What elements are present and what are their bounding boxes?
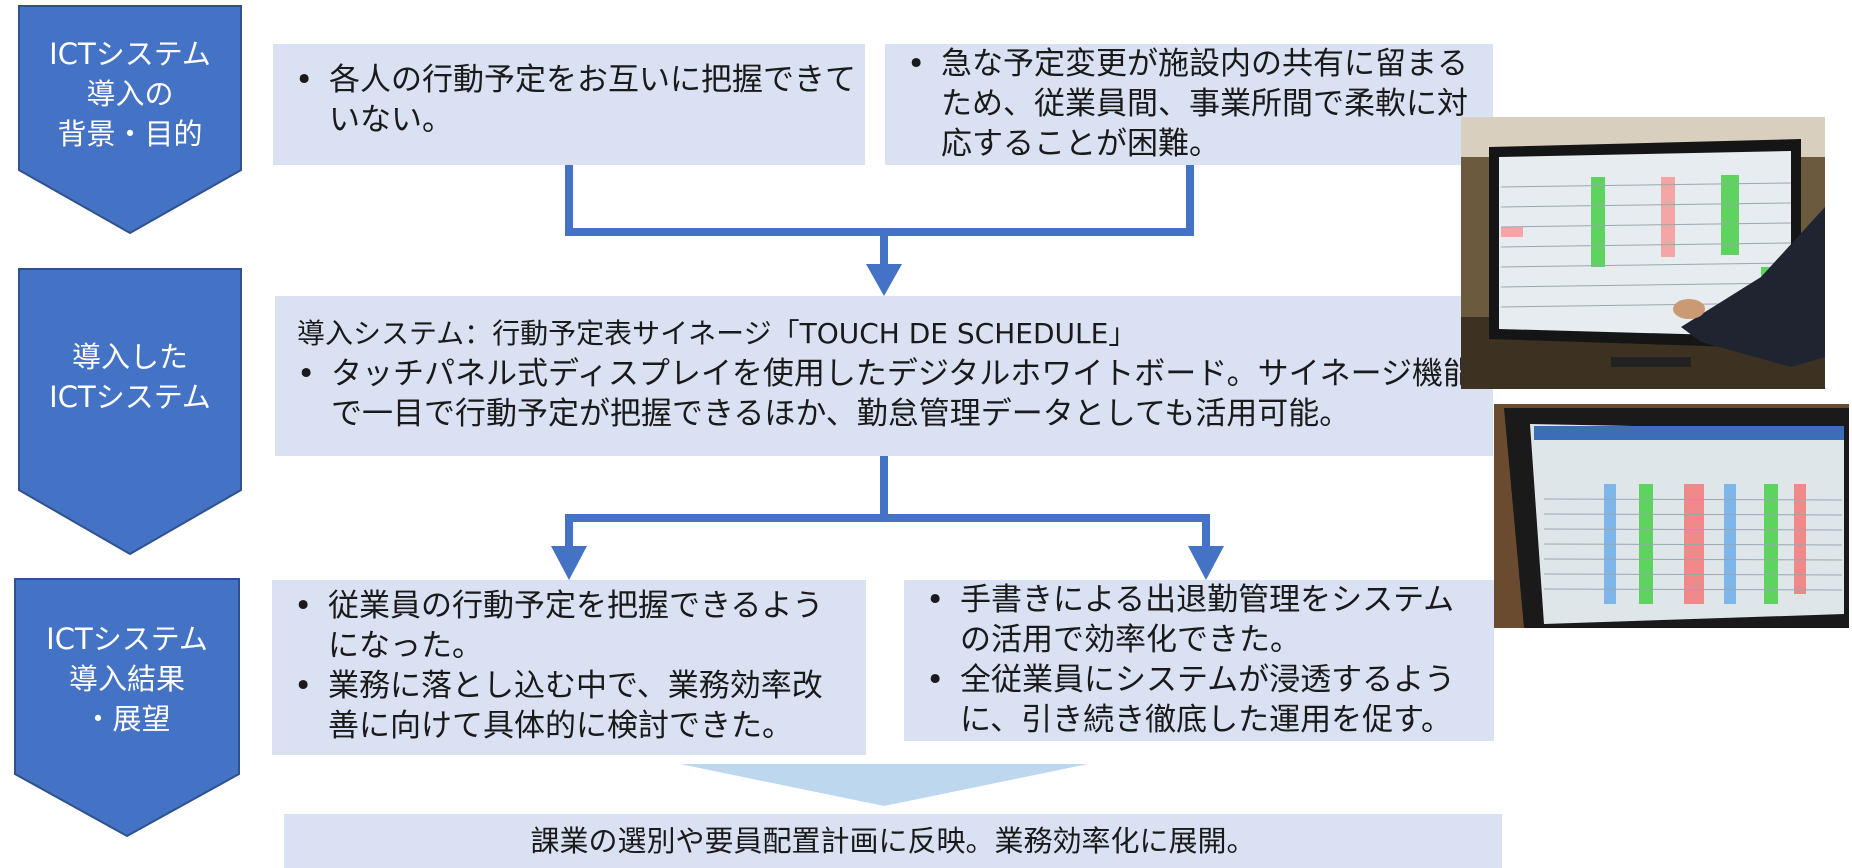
stage-arrow-2 xyxy=(18,268,242,556)
results-left-item: 業務に落とし込む中で、業務効率改善に向けて具体的に検討できた。 xyxy=(272,666,850,746)
funnel-arrow xyxy=(680,764,1088,806)
touch-display-photo xyxy=(1461,117,1825,389)
stage-label-1: ICTシステム 導入の 背景・目的 xyxy=(49,37,211,151)
background-left-item: 各人の行動予定をお互いに把握できていない。 xyxy=(273,60,865,140)
results-right-item: 手書きによる出退勤管理をシステムの活用で効率化できた。 xyxy=(904,580,1478,660)
stage-arrow-3 xyxy=(14,578,240,838)
results-box-left: 従業員の行動予定を把握できるようになった。 業務に落とし込む中で、業務効率改善に… xyxy=(272,580,866,755)
background-box-right: 急な予定変更が施設内の共有に留まるため、従業員間、事業所間で柔軟に対応することが… xyxy=(885,44,1493,165)
stage-arrow-1 xyxy=(18,5,242,235)
system-description: タッチパネル式ディスプレイを使用したデジタルホワイトボード。サイネージ機能で一目… xyxy=(275,354,1477,434)
stage-label-2: 導入した ICTシステム xyxy=(49,340,211,414)
results-left-item: 従業員の行動予定を把握できるようになった。 xyxy=(272,586,850,666)
arrowhead-to-results-left xyxy=(551,546,587,580)
results-right-item: 全従業員にシステムが浸透するように、引き続き徹底した運用を促す。 xyxy=(904,660,1478,740)
background-box-left: 各人の行動予定をお互いに把握できていない。 xyxy=(273,44,865,165)
arrowhead-to-system xyxy=(866,264,902,296)
conclusion-text: 課業の選別や要員配置計画に反映。業務効率化に展開。 xyxy=(530,824,1256,858)
arrowhead-to-results-right xyxy=(1188,546,1224,580)
system-title: 導入システム：行動予定表サイネージ「TOUCH DE SCHEDULE」 xyxy=(297,317,1137,350)
system-box: 導入システム：行動予定表サイネージ「TOUCH DE SCHEDULE」 タッチ… xyxy=(275,296,1493,456)
conclusion-box: 課業の選別や要員配置計画に反映。業務効率化に展開。 xyxy=(284,814,1502,868)
results-box-right: 手書きによる出退勤管理をシステムの活用で効率化できた。 全従業員にシステムが浸透… xyxy=(904,580,1494,741)
stage-label-3: ICTシステム 導入結果 ・展望 xyxy=(46,622,208,736)
laptop-screen-photo xyxy=(1494,404,1849,628)
background-right-item: 急な予定変更が施設内の共有に留まるため、従業員間、事業所間で柔軟に対応することが… xyxy=(885,44,1493,164)
